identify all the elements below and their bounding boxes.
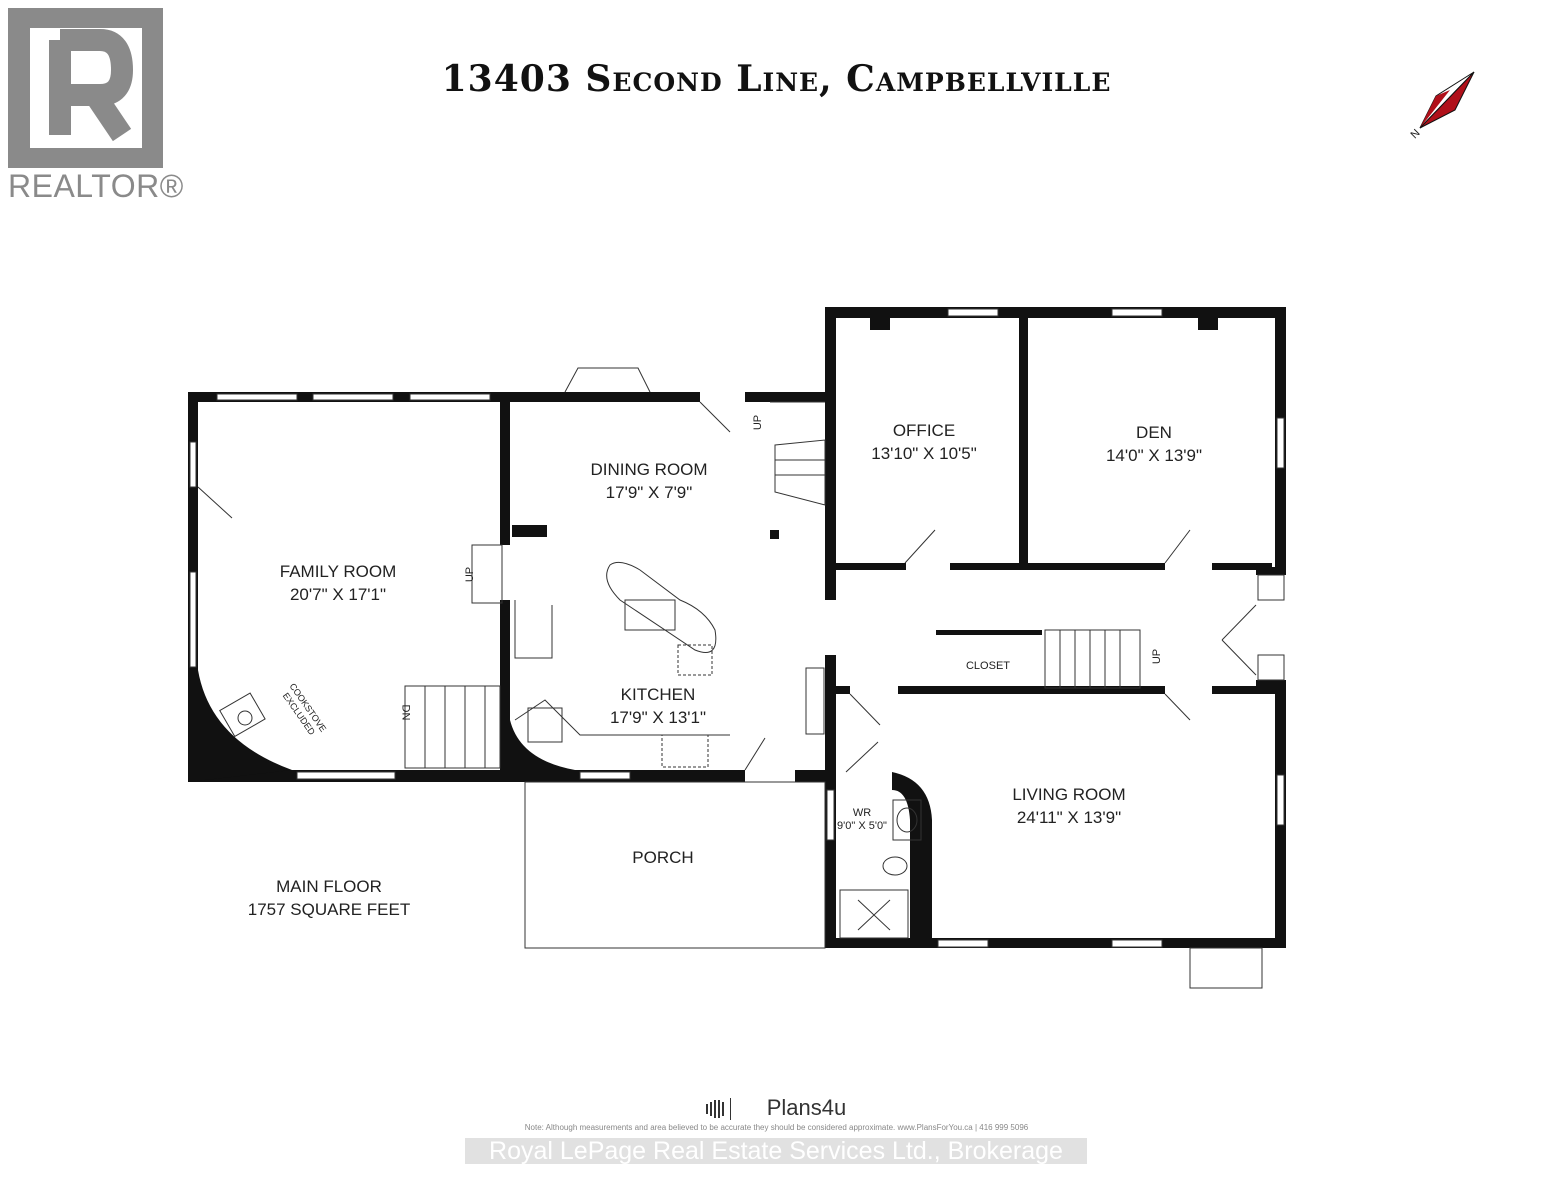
walls bbox=[188, 307, 1286, 948]
compass-icon bbox=[1419, 71, 1475, 129]
stair-up-label: UP bbox=[752, 414, 765, 431]
floor-summary: MAIN FLOOR 1757 SQUARE FEET bbox=[248, 875, 411, 921]
floor-name: MAIN FLOOR bbox=[276, 877, 382, 896]
room-porch: PORCH bbox=[632, 848, 694, 867]
room-den: DEN 14'0" X 13'9" bbox=[1106, 421, 1202, 467]
room-office: OFFICE 13'10" X 10'5" bbox=[871, 419, 977, 465]
realtor-logo bbox=[8, 8, 163, 168]
floor-area: 1757 SQUARE FEET bbox=[247, 900, 411, 919]
room-size: 24'11" X 13'9" bbox=[1016, 808, 1122, 827]
plans4u-brand: Plans4u bbox=[766, 1095, 847, 1120]
room-name: KITCHEN bbox=[620, 685, 696, 704]
room-size: 9'0" X 5'0" bbox=[837, 820, 887, 832]
room-size: 17'9" X 7'9" bbox=[605, 483, 693, 502]
realtor-logo-text: REALTOR® bbox=[8, 168, 184, 204]
room-name: DINING ROOM bbox=[590, 460, 708, 479]
room-size: 20'7" X 17'1" bbox=[289, 585, 387, 604]
stair-up-label: UP bbox=[464, 566, 477, 583]
page-title: 13403 Second Line, Campbellville bbox=[441, 58, 1112, 100]
room-family: FAMILY ROOM 20'7" X 17'1" bbox=[280, 560, 397, 606]
room-name: WR bbox=[852, 807, 872, 819]
brokerage-watermark: Royal LePage Real Estate Services Ltd., … bbox=[465, 1138, 1087, 1164]
room-living: LIVING ROOM 24'11" X 13'9" bbox=[1012, 783, 1125, 829]
room-dining: DINING ROOM 17'9" X 7'9" bbox=[590, 458, 707, 504]
windows bbox=[189, 308, 1285, 948]
room-name: FAMILY ROOM bbox=[279, 562, 397, 581]
disclaimer-note: Note: Although measurements and area bel… bbox=[524, 1123, 1029, 1132]
room-kitchen: KITCHEN 17'9" X 13'1" bbox=[610, 683, 706, 729]
room-size: 17'9" X 13'1" bbox=[609, 708, 707, 727]
room-name: OFFICE bbox=[892, 421, 956, 440]
stair-up-label: UP bbox=[1151, 648, 1164, 665]
fixtures bbox=[197, 401, 1263, 989]
stair-down-label: DN bbox=[399, 704, 412, 721]
room-name: DEN bbox=[1136, 423, 1172, 442]
plans4u-logo-icon bbox=[706, 1098, 731, 1120]
closet-label: CLOSET bbox=[965, 660, 1011, 672]
room-size: 13'10" X 10'5" bbox=[871, 444, 977, 463]
room-size: 14'0" X 13'9" bbox=[1105, 446, 1203, 465]
room-name: LIVING ROOM bbox=[1012, 785, 1126, 804]
